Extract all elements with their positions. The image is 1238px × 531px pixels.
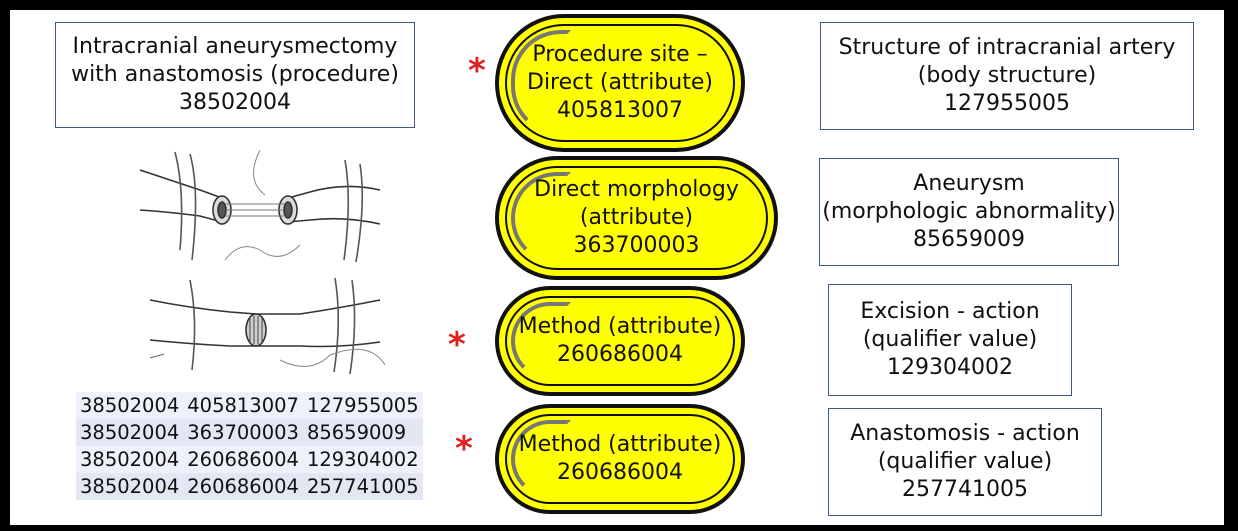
attribute-name-line-2: (attribute) [579,205,694,230]
value-code: 257741005 [902,477,1028,502]
table-cell: 129304002 [302,446,423,473]
attribute-name-line-1: Method (attribute) [518,432,722,457]
attribute-name-line-1: Direct morphology [534,177,739,202]
attribute-name-line-1: Method (attribute) [518,314,722,339]
attribute-pill-direct-morphology: Direct morphology (attribute) 363700003 [495,156,778,280]
table-cell: 38502004 [76,446,184,473]
attribute-code: 260686004 [557,460,683,485]
value-box-morphology: Aneurysm (morphologic abnormality) 85659… [819,158,1119,266]
value-name-line-1: Excision - action [860,299,1040,324]
table-cell: 38502004 [76,392,184,419]
value-name-line-1: Aneurysm [913,171,1025,196]
attribute-pill-procedure-site: Procedure site – Direct (attribute) 4058… [495,14,745,152]
relationship-code-table: 38502004 405813007 127955005 38502004 36… [76,392,423,500]
table-cell: 127955005 [302,392,423,419]
attribute-pill-method-anastomosis: Method (attribute) 260686004 [495,404,745,514]
procedure-concept-box: Intracranial aneurysmectomy with anastom… [55,22,415,128]
table-cell: 405813007 [183,392,303,419]
table-row: 38502004 260686004 129304002 [76,446,423,473]
procedure-name-line-2: with anastomosis (procedure) [71,62,399,87]
procedure-name-line-1: Intracranial aneurysmectomy [72,34,398,59]
table-cell: 260686004 [183,446,303,473]
diagram-canvas: Intracranial aneurysmectomy with anastom… [10,10,1224,525]
attribute-code: 405813007 [557,98,683,123]
pill-shadow-arc [511,172,571,264]
value-name-line-1: Anastomosis - action [850,421,1080,446]
table-cell: 38502004 [76,473,184,500]
value-name-line-2: (qualifier value) [877,449,1053,474]
value-box-body-structure: Structure of intracranial artery (body s… [820,22,1194,130]
table-row: 38502004 405813007 127955005 [76,392,423,419]
pill-inner-outline [505,24,735,142]
pill-inner-outline [505,414,735,504]
anastomosis-illustration [139,150,386,375]
pill-inner-outline [505,296,735,386]
table-cell: 85659009 [302,419,423,446]
value-name-line-2: (morphologic abnormality) [822,199,1116,224]
value-name-line-1: Structure of intracranial artery [838,35,1176,60]
attribute-pill-method-excision: Method (attribute) 260686004 [495,286,745,396]
value-code: 127955005 [944,91,1070,116]
attribute-code: 363700003 [573,233,700,258]
value-name-line-2: (body structure) [917,63,1097,88]
asterisk-marker-4: * [455,429,473,469]
attribute-name-line-2: Direct (attribute) [527,70,713,95]
value-code: 129304002 [887,355,1013,380]
pill-inner-outline [505,166,768,270]
value-code: 85659009 [913,227,1025,252]
value-name-line-2: (qualifier value) [862,327,1038,352]
pill-shadow-arc [511,420,571,498]
asterisk-marker-3: * [448,325,466,365]
value-box-anastomosis: Anastomosis - action (qualifier value) 2… [828,408,1102,516]
table-row: 38502004 363700003 85659009 [76,419,423,446]
attribute-name-line-1: Procedure site – [532,42,708,67]
table-cell: 38502004 [76,419,184,446]
attribute-code: 260686004 [557,342,683,367]
asterisk-marker-1: * [468,51,486,91]
table-cell: 260686004 [183,473,303,500]
table-cell: 257741005 [302,473,423,500]
table-cell: 363700003 [183,419,303,446]
procedure-code: 38502004 [179,90,291,115]
value-box-excision: Excision - action (qualifier value) 1293… [828,284,1072,396]
table-row: 38502004 260686004 257741005 [76,473,423,500]
pill-shadow-arc [511,302,571,380]
